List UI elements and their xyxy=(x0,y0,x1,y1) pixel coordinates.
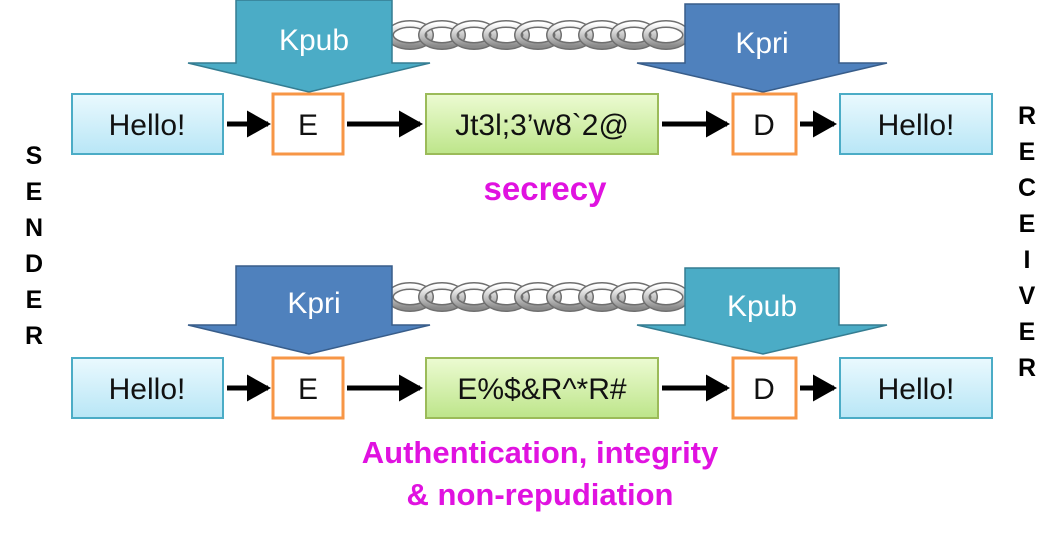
ciphertext-box-bottom: E%$&R^*R# xyxy=(425,357,659,419)
svg-text:Hello!: Hello! xyxy=(878,109,955,142)
receiver-letter: I xyxy=(1023,246,1031,274)
key-arrow-kpri-top: Kpri xyxy=(636,3,888,93)
svg-text:Jt3l;3’w8`2@: Jt3l;3’w8`2@ xyxy=(455,109,629,142)
key-label-top-right: Kpri xyxy=(735,27,788,60)
decrypt-box-top: D xyxy=(731,92,798,156)
plaintext-box-top-right: Hello! xyxy=(839,93,993,155)
caption-secrecy: secrecy xyxy=(483,170,607,207)
key-arrow-kpub-top: Kpub xyxy=(187,0,431,93)
svg-text:D: D xyxy=(753,109,775,142)
svg-text:E: E xyxy=(298,109,318,142)
svg-text:D: D xyxy=(753,373,775,406)
ciphertext-box-top: Jt3l;3’w8`2@ xyxy=(425,93,659,155)
plaintext-box-bottom-left: Hello! xyxy=(71,357,224,419)
sender-letter: R xyxy=(24,322,44,350)
caption-authentication: Authentication, integrity & non-repudiat… xyxy=(300,432,780,516)
receiver-letter: R xyxy=(1017,354,1037,382)
caption-authentication-line2: & non-repudiation xyxy=(406,477,674,512)
receiver-letter: E xyxy=(1018,210,1036,238)
encrypt-box-bottom: E xyxy=(271,356,345,420)
receiver-letter: V xyxy=(1018,282,1036,310)
svg-text:E: E xyxy=(298,373,318,406)
plaintext-box-bottom-right: Hello! xyxy=(839,357,993,419)
receiver-letter: E xyxy=(1018,138,1036,166)
sender-letter: E xyxy=(25,178,43,206)
chain-top xyxy=(390,24,686,46)
svg-text:Hello!: Hello! xyxy=(109,109,186,142)
receiver-letter: R xyxy=(1017,102,1037,130)
chain-bottom xyxy=(390,286,686,308)
sender-letter: E xyxy=(25,286,43,314)
key-label-top-left: Kpub xyxy=(279,24,349,57)
sender-letter: D xyxy=(24,250,44,278)
svg-text:Hello!: Hello! xyxy=(109,373,186,406)
encrypt-box-top: E xyxy=(271,92,345,156)
key-arrow-kpri-bottom: Kpri xyxy=(187,265,431,355)
caption-authentication-line1: Authentication, integrity xyxy=(361,435,719,470)
receiver-letter: C xyxy=(1017,174,1037,202)
receiver-letter: E xyxy=(1018,318,1036,346)
key-label-bottom-left: Kpri xyxy=(287,287,340,320)
key-label-bottom-right: Kpub xyxy=(727,290,797,323)
sender-letter: S xyxy=(25,142,43,170)
svg-text:E%$&R^*R#: E%$&R^*R# xyxy=(457,373,626,406)
plaintext-box-top-left: Hello! xyxy=(71,93,224,155)
key-arrow-kpub-bottom: Kpub xyxy=(636,267,888,355)
svg-text:Hello!: Hello! xyxy=(878,373,955,406)
decrypt-box-bottom: D xyxy=(731,356,798,420)
sender-letter: N xyxy=(24,214,44,242)
